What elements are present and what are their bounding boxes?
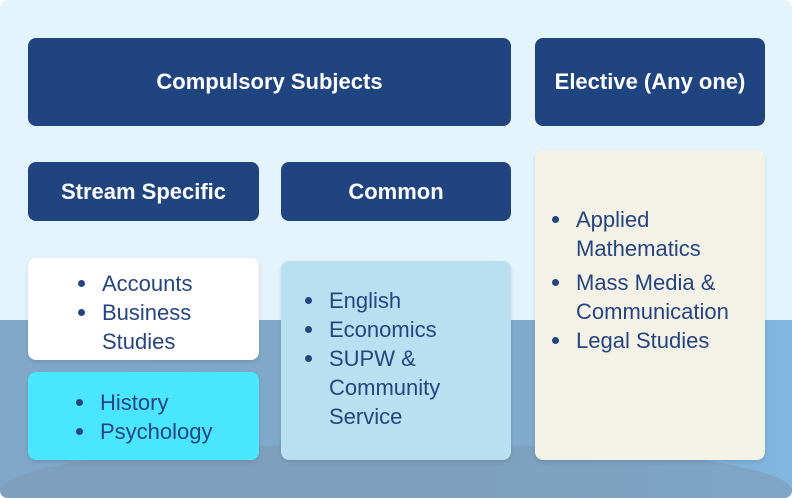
list-item: SUPW & Community Service — [305, 344, 469, 431]
list-item: Economics — [305, 315, 511, 344]
stream-specific-label: Stream Specific — [60, 178, 227, 204]
stream-group-commerce: Accounts Business Studies — [28, 258, 259, 360]
elective-label: Elective (Any one) — [554, 69, 746, 94]
compulsory-subjects-header: Compulsory Subjects — [28, 38, 511, 126]
common-subjects-box: English Economics SUPW & Community Servi… — [281, 261, 511, 460]
list-item: Business Studies — [78, 298, 212, 356]
elective-subjects-box: Applied Mathematics Mass Media & Communi… — [535, 150, 765, 460]
compulsory-label: Compulsory Subjects — [156, 69, 383, 94]
list-item: Legal Studies — [552, 326, 765, 355]
common-label: Common — [348, 178, 444, 204]
stream-specific-header: Stream Specific — [28, 162, 259, 221]
elective-header: Elective (Any one) — [535, 38, 765, 126]
common-header: Common — [281, 162, 511, 221]
list-item: Psychology — [76, 417, 259, 446]
list-item: Mass Media & Communication — [552, 268, 746, 326]
list-item: English — [305, 286, 511, 315]
list-item: Applied Mathematics — [552, 205, 716, 263]
stream-group-humanities: History Psychology — [28, 372, 259, 460]
list-item: History — [76, 388, 259, 417]
list-item: Accounts — [78, 269, 259, 298]
